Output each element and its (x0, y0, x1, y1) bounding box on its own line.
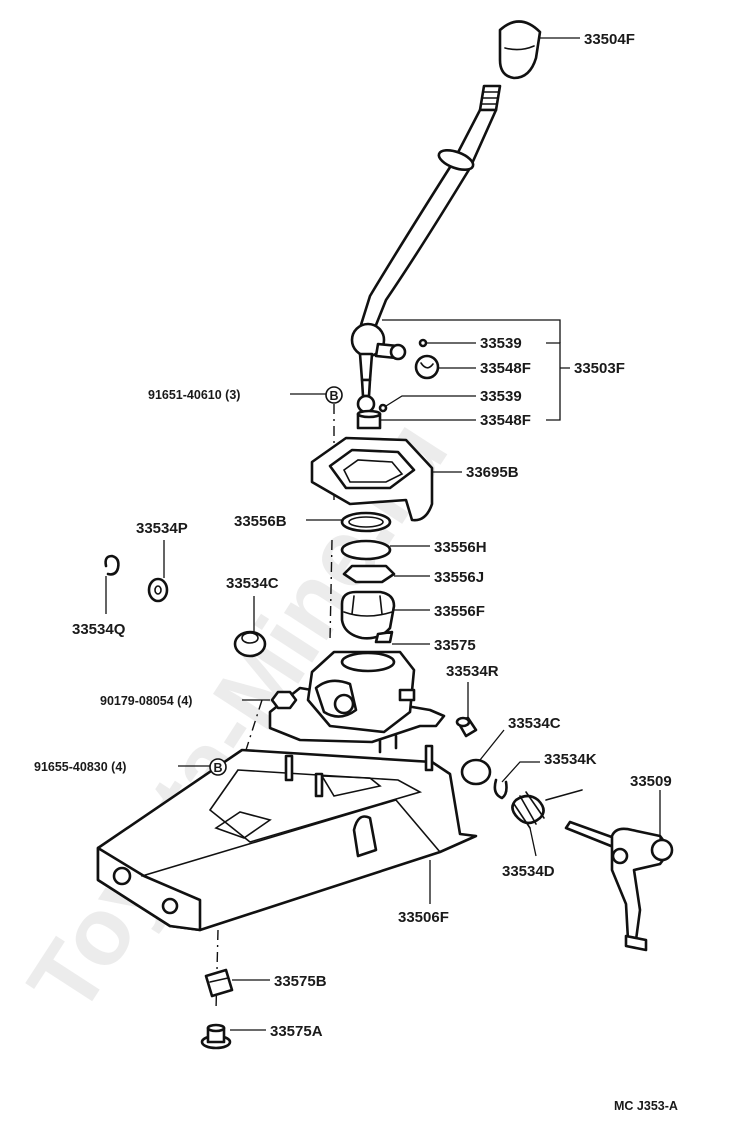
svg-text:B: B (213, 761, 222, 775)
bushing-33575B (204, 968, 234, 998)
clip-33534K (493, 778, 508, 800)
bolt-90179-08054 (270, 690, 298, 710)
label-33539-a: 33539 (480, 335, 522, 352)
label-33534C-right: 33534C (508, 715, 561, 732)
bushing-33539-b (378, 403, 388, 413)
seat-33556F (340, 590, 396, 644)
label-33548F-b: 33548F (480, 412, 531, 429)
footer-code: MC J353-A (614, 1099, 678, 1113)
label-91655-40830: 91655-40830 (4) (34, 760, 126, 774)
label-33556B: 33556B (234, 513, 287, 530)
label-90179-08054: 90179-08054 (4) (100, 694, 192, 708)
label-33575B: 33575B (274, 973, 327, 990)
lever-housing (268, 650, 446, 754)
bushing-33575A (200, 1023, 232, 1050)
label-33556H: 33556H (434, 539, 487, 556)
ring-33556J (342, 564, 396, 584)
label-33695B: 33695B (466, 464, 519, 481)
bolt-marker-lower: B (209, 758, 227, 776)
selector-lever-33509 (564, 820, 674, 952)
part-labels: 33504F 33539 33548F 33503F 33539 33548F … (34, 31, 678, 1113)
shift-lever (350, 84, 502, 414)
label-33534Q: 33534Q (72, 621, 126, 638)
clip-33534Q (104, 554, 120, 576)
label-33575: 33575 (434, 637, 476, 654)
ring-33556H (340, 539, 392, 561)
bushing-33539-a (418, 338, 428, 348)
label-33534P: 33534P (136, 520, 188, 537)
spring-33534D (511, 789, 583, 829)
label-33534K: 33534K (544, 751, 597, 768)
svg-text:B: B (329, 389, 338, 403)
label-33556J: 33556J (434, 569, 484, 586)
label-33534R: 33534R (446, 663, 499, 680)
leader-lines (105, 37, 661, 1031)
label-33534C-left: 33534C (226, 575, 279, 592)
bolt-marker-upper: B (325, 386, 343, 404)
seat-33548F-b (356, 409, 382, 430)
retainer-plate (310, 436, 434, 522)
label-33539-b: 33539 (480, 388, 522, 405)
seat-33548F-a (414, 354, 440, 380)
label-33556F: 33556F (434, 603, 485, 620)
label-91651-40610: 91651-40610 (3) (148, 388, 240, 402)
boot-seat-ring (340, 511, 392, 533)
label-33575A: 33575A (270, 1023, 323, 1040)
bushing-33534R (455, 716, 478, 738)
label-33534D: 33534D (502, 863, 555, 880)
label-33506F: 33506F (398, 909, 449, 926)
washer-33534P (147, 577, 169, 603)
label-33504F: 33504F (584, 31, 635, 48)
label-33503F: 33503F (574, 360, 625, 377)
label-33548F-a: 33548F (480, 360, 531, 377)
shift-base (96, 744, 478, 932)
bushing-33534C-right (460, 758, 492, 786)
label-33509: 33509 (630, 773, 672, 790)
shift-knob (498, 20, 542, 80)
bushing-33534C-left (233, 630, 267, 658)
